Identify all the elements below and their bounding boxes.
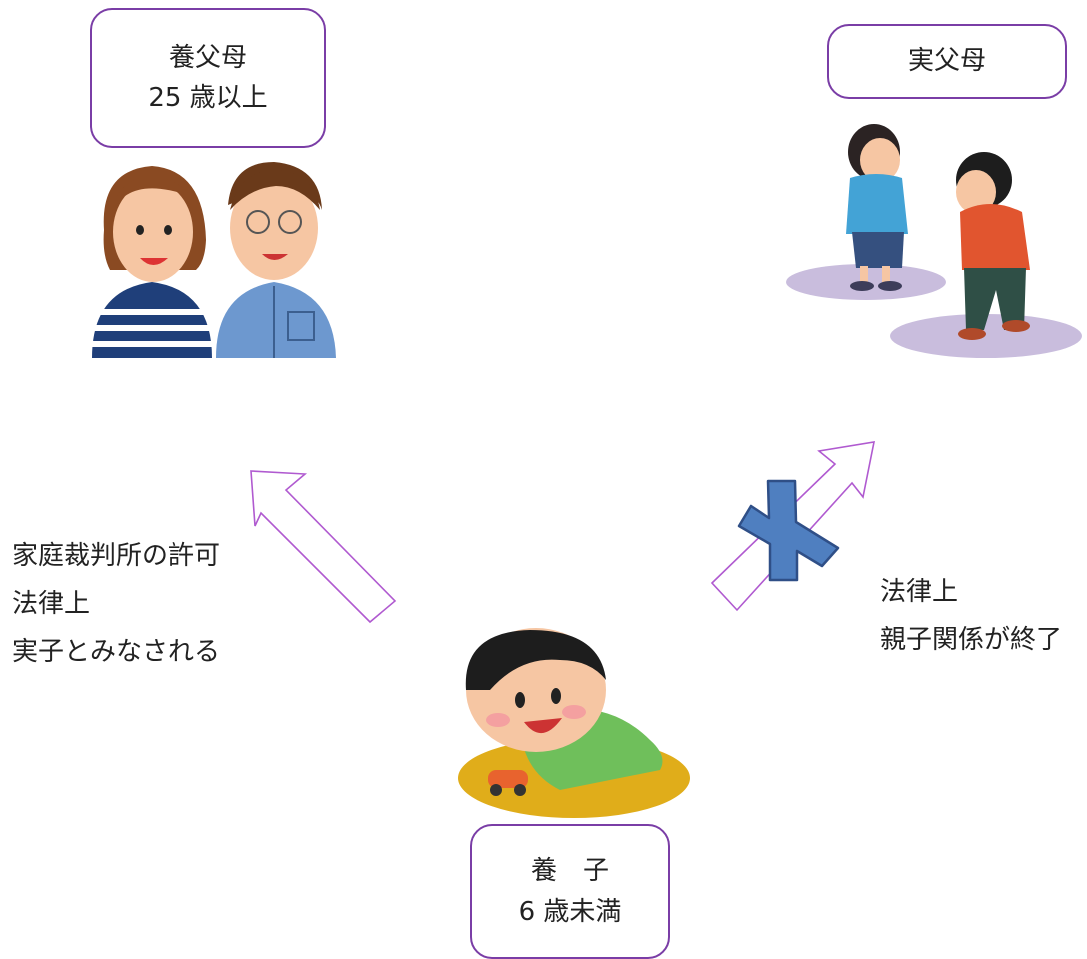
adoptive-parents-title: 養父母 — [168, 42, 247, 73]
birth-parents-box: 実父母 — [827, 24, 1067, 99]
adoptive-parents-box: 養父母 25 歳以上 — [90, 8, 326, 148]
birth-relation-arrow — [710, 441, 876, 612]
termination-note: 法律上 親子関係が終了 — [880, 568, 1062, 664]
birth-parents-title: 実父母 — [907, 46, 986, 77]
adoption-effect-note: 家庭裁判所の許可 法律上 実子とみなされる — [12, 532, 220, 676]
adopted-child-box: 養 子 6 歳未満 — [470, 824, 670, 959]
adoption-arrow — [250, 470, 397, 624]
note-court-permission: 家庭裁判所の許可 — [12, 541, 221, 571]
adoptive-parents-age: 25 歳以上 — [148, 83, 268, 113]
birth-parents-illustration — [786, 124, 1082, 358]
note-legally-right: 法律上 — [880, 577, 959, 607]
adopted-child-age: 6 歳未満 — [518, 896, 622, 927]
note-treated-as-biological-child: 実子とみなされる — [12, 637, 221, 667]
note-relationship-ends: 親子関係が終了 — [880, 625, 1063, 655]
note-legally: 法律上 — [12, 589, 91, 619]
adopted-child-title: 養 子 — [530, 856, 609, 887]
adoptive-parents-illustration — [92, 162, 336, 358]
child-illustration — [458, 628, 690, 818]
termination-cross-icon — [737, 479, 840, 582]
